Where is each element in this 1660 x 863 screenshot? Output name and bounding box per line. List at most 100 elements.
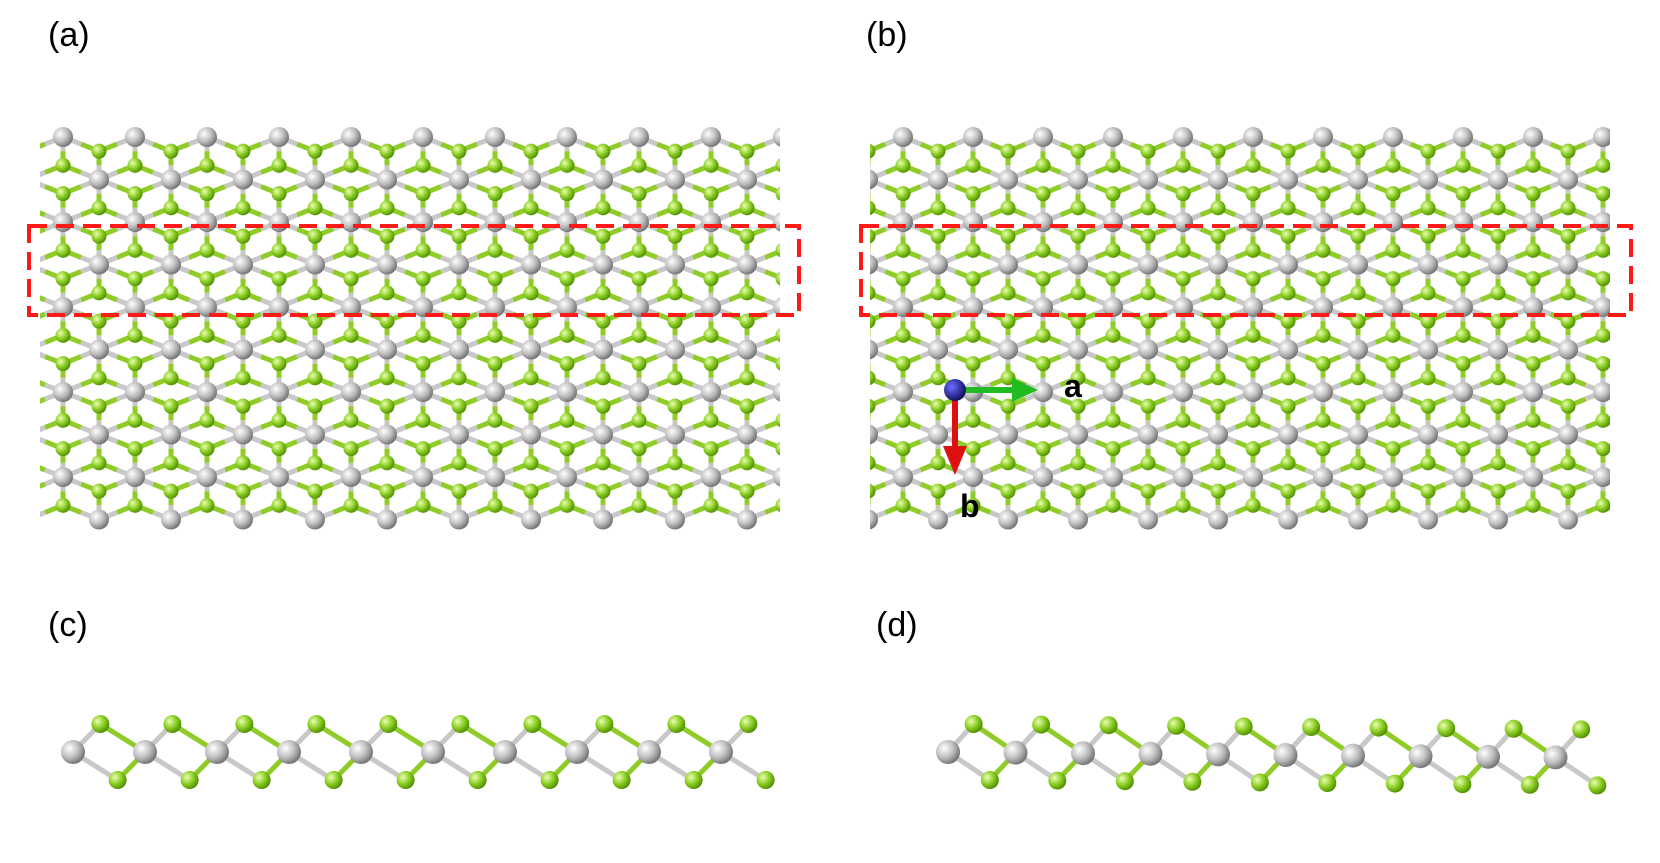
metal-atom bbox=[341, 212, 361, 232]
ligand-atom bbox=[91, 143, 107, 159]
ligand-atom bbox=[1245, 271, 1261, 287]
ligand-atom bbox=[1369, 718, 1388, 737]
bond bbox=[783, 470, 801, 477]
ligand-atom bbox=[812, 399, 827, 414]
ligand-atom bbox=[127, 412, 143, 428]
bond bbox=[0, 392, 9, 399]
ligand-atom bbox=[451, 398, 467, 414]
bond bbox=[0, 470, 9, 477]
ligand-atom bbox=[612, 771, 631, 789]
metal-atom bbox=[629, 127, 649, 147]
ligand-atom bbox=[1315, 412, 1331, 428]
ligand-atom bbox=[487, 412, 503, 428]
ligand-atom bbox=[631, 441, 647, 457]
ligand-atom bbox=[1175, 412, 1191, 428]
metal-atom bbox=[1103, 127, 1123, 147]
metal-atom bbox=[269, 467, 289, 487]
ligand-atom bbox=[1048, 771, 1067, 790]
ligand-atom bbox=[895, 497, 911, 513]
ligand-atom bbox=[235, 313, 251, 329]
bond bbox=[833, 392, 851, 399]
ligand-atom bbox=[667, 715, 686, 733]
bond bbox=[40, 425, 46, 433]
metal-atom bbox=[709, 740, 733, 764]
bond bbox=[1638, 342, 1656, 349]
metal-atom bbox=[1173, 297, 1193, 317]
ligand-atom bbox=[20, 144, 35, 159]
bond bbox=[1638, 314, 1656, 321]
bond bbox=[891, 180, 909, 187]
metal-atom bbox=[161, 509, 181, 530]
ligand-atom bbox=[235, 228, 251, 244]
ligand-atom bbox=[487, 327, 503, 343]
bond-layer bbox=[71, 721, 767, 783]
metal-atom bbox=[61, 740, 85, 764]
ligand-atom bbox=[1140, 370, 1156, 386]
bond bbox=[1621, 435, 1639, 442]
bond bbox=[801, 293, 819, 300]
ligand-atom bbox=[415, 242, 431, 258]
ligand-atom bbox=[812, 200, 827, 215]
ligand-atom bbox=[163, 715, 182, 733]
panel-c-label: (c) bbox=[48, 606, 88, 644]
ligand-atom bbox=[930, 455, 946, 471]
metal-atom bbox=[893, 127, 913, 147]
metal-atom bbox=[1243, 467, 1263, 487]
ligand-atom bbox=[559, 157, 575, 173]
metal-atom bbox=[1243, 127, 1263, 147]
ligand-atom bbox=[235, 715, 254, 733]
bond bbox=[819, 342, 837, 349]
metal-atom bbox=[593, 254, 613, 275]
ligand-atom bbox=[55, 186, 71, 202]
ligand-atom bbox=[848, 158, 863, 173]
ligand-atom bbox=[1280, 455, 1296, 471]
ligand-atom bbox=[1280, 285, 1296, 301]
ligand-atom bbox=[631, 157, 647, 173]
ligand-atom bbox=[1070, 455, 1086, 471]
ligand-atom bbox=[559, 242, 575, 258]
bond bbox=[819, 265, 837, 272]
ligand-atom bbox=[91, 715, 110, 733]
ligand-atom bbox=[1350, 228, 1366, 244]
ligand-atom bbox=[1490, 455, 1506, 471]
ligand-atom bbox=[1350, 200, 1366, 216]
ligand-atom bbox=[1280, 398, 1296, 414]
ligand-atom bbox=[775, 243, 780, 258]
ligand-atom bbox=[451, 143, 467, 159]
bond bbox=[0, 300, 9, 307]
bond bbox=[1656, 477, 1660, 484]
ligand-atom bbox=[1234, 717, 1253, 736]
metal-atom bbox=[1418, 509, 1438, 530]
ligand-atom bbox=[271, 242, 287, 258]
metal-atom bbox=[593, 169, 613, 190]
ligand-atom bbox=[415, 441, 431, 457]
metal-atom bbox=[1068, 509, 1088, 530]
bond bbox=[9, 144, 27, 151]
ligand-atom bbox=[252, 771, 271, 789]
metal-atom bbox=[1628, 170, 1648, 190]
bond bbox=[801, 208, 819, 215]
ligand-atom bbox=[451, 228, 467, 244]
ligand-atom bbox=[1525, 271, 1541, 287]
ligand-atom bbox=[1035, 242, 1051, 258]
metal-atom bbox=[1071, 741, 1095, 766]
bond-layer bbox=[946, 721, 1599, 788]
bond bbox=[891, 257, 909, 264]
bond bbox=[851, 144, 869, 151]
ligand-atom bbox=[20, 455, 35, 470]
bond bbox=[801, 180, 819, 187]
metal-atom bbox=[1348, 424, 1368, 445]
bond bbox=[855, 477, 873, 484]
bond bbox=[819, 435, 837, 442]
ligand-atom bbox=[812, 144, 827, 159]
ligand-atom bbox=[1595, 327, 1610, 343]
ligand-atom bbox=[1245, 186, 1261, 202]
bond bbox=[1621, 229, 1639, 236]
ligand-atom bbox=[163, 143, 179, 159]
ligand-atom bbox=[930, 200, 946, 216]
ligand-atom bbox=[559, 412, 575, 428]
ligand-atom bbox=[91, 228, 107, 244]
metal-atom bbox=[1383, 127, 1403, 147]
metal-atom bbox=[161, 254, 181, 275]
ligand-atom bbox=[1595, 242, 1610, 258]
